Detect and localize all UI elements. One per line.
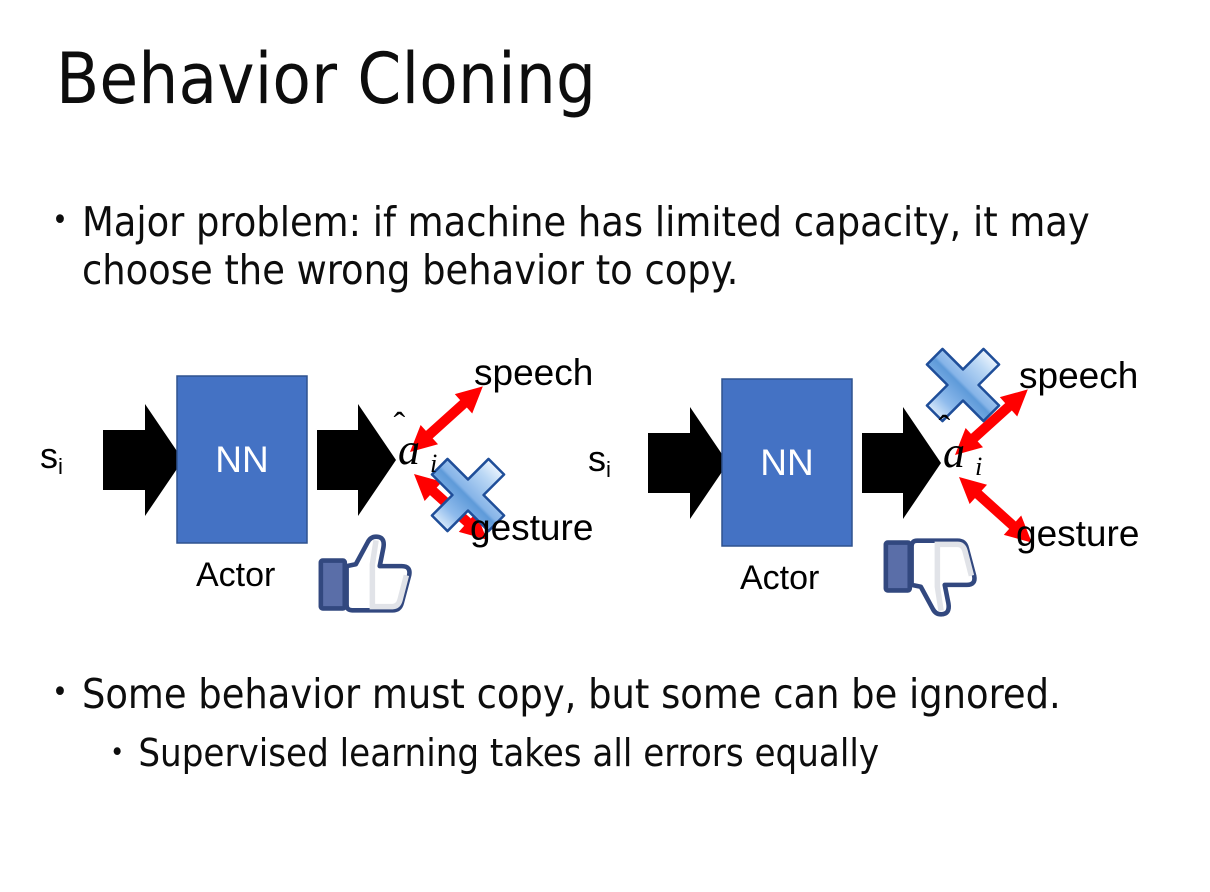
bullet-marker-icon: • [110, 737, 125, 768]
nn-box [721, 378, 853, 547]
branch-label-gesture-left: gesture [470, 507, 594, 548]
branch-label-speech-right: speech [1019, 355, 1139, 396]
bullet-text: Major problem: if machine has limited ca… [81, 198, 1090, 295]
bullet-some-behavior: • Some behavior must copy, but some can … [52, 670, 1162, 718]
nn-box-label-wrap-left: NN [177, 376, 307, 543]
bullet-supervised-learning: • Supervised learning takes all errors e… [110, 731, 1170, 776]
nn-box [176, 375, 308, 544]
speech-arrow-icon [955, 389, 1028, 455]
gesture-arrow-icon [959, 477, 1032, 543]
input-label-left: si [40, 435, 63, 480]
page-title: Behavior Cloning [56, 38, 597, 120]
output-label-left: a ̂ i [398, 425, 438, 478]
actor-caption-right: Actor [740, 559, 820, 597]
branch-label-speech-left: speech [474, 352, 594, 393]
bullet-marker-icon: • [52, 203, 68, 238]
thumbs-up-icon [321, 537, 410, 611]
bullet-marker-icon: • [52, 675, 68, 710]
output-arrow-icon [317, 404, 396, 516]
bullet-major-problem: • Major problem: if machine has limited … [52, 198, 1132, 295]
speech-arrow-icon [410, 386, 483, 452]
cross-icon-speech [925, 347, 1001, 423]
bullet-text: Supervised learning takes all errors equ… [138, 731, 880, 775]
input-arrow-icon [103, 404, 183, 516]
output-label-right: a ̂ i [943, 428, 983, 481]
cross-icon-gesture [430, 457, 506, 533]
nn-label: NN [215, 439, 269, 480]
diagram-right-bad-case [648, 347, 1032, 615]
input-label-right: si [588, 438, 611, 483]
bullet-text: Some behavior must copy, but some can be… [81, 670, 1061, 718]
branch-label-gesture-right: gesture [1016, 513, 1140, 554]
output-arrow-icon [862, 407, 941, 519]
actor-caption-left: Actor [196, 556, 276, 594]
nn-label: NN [760, 442, 814, 483]
thumbs-down-icon [886, 541, 975, 615]
input-arrow-icon [648, 407, 728, 519]
diagram-left-good-case [103, 375, 506, 611]
nn-box-label-wrap-right: NN [722, 379, 852, 546]
